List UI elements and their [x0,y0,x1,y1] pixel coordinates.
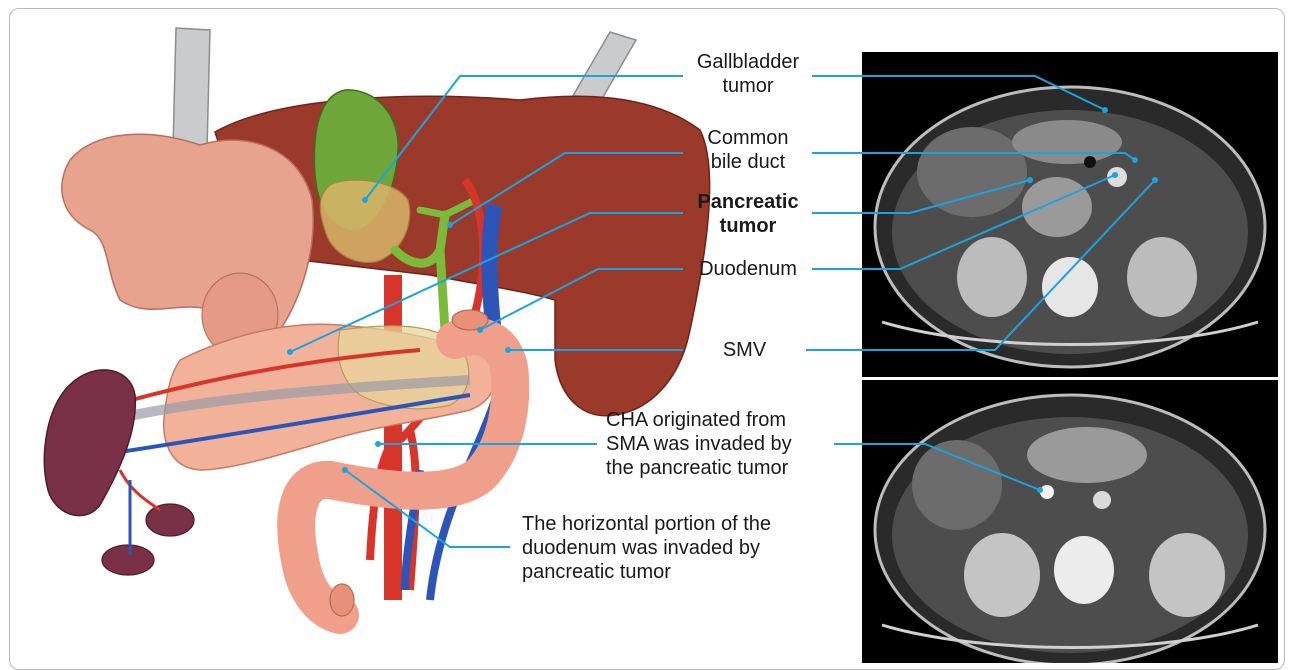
label-cbd-line2: bile duct [683,150,813,174]
spleen [44,370,135,516]
ct-scan-bottom [862,380,1278,663]
label-cha-line1: CHA originated from [606,408,836,432]
label-cha: CHA originated from SMA was invaded by t… [606,408,836,480]
label-cha-line2: SMA was invaded by [606,432,836,456]
label-gallbladder-tumor: Gallbladder tumor [683,50,813,98]
label-horizontal-line3: pancreatic tumor [522,560,832,584]
label-pancreatic-line1: Pancreatic [683,190,813,214]
label-pancreatic-tumor: Pancreatic tumor [683,190,813,238]
label-horizontal-line1: The horizontal portion of the [522,512,832,536]
label-cha-line3: the pancreatic tumor [606,456,836,480]
label-gallbladder-line2: tumor [683,74,813,98]
label-smv: SMV [683,338,806,362]
label-common-bile-duct: Common bile duct [683,126,813,174]
label-pancreatic-line2: tumor [683,214,813,238]
label-cbd-line1: Common [683,126,813,150]
label-horizontal-duodenum: The horizontal portion of the duodenum w… [522,512,832,584]
label-horizontal-line2: duodenum was invaded by [522,536,832,560]
label-smv-text: SMV [683,338,806,362]
label-duodenum-text: Duodenum [683,257,813,281]
label-gallbladder-line1: Gallbladder [683,50,813,74]
ct-scan-top [862,52,1278,377]
label-duodenum: Duodenum [683,257,813,281]
